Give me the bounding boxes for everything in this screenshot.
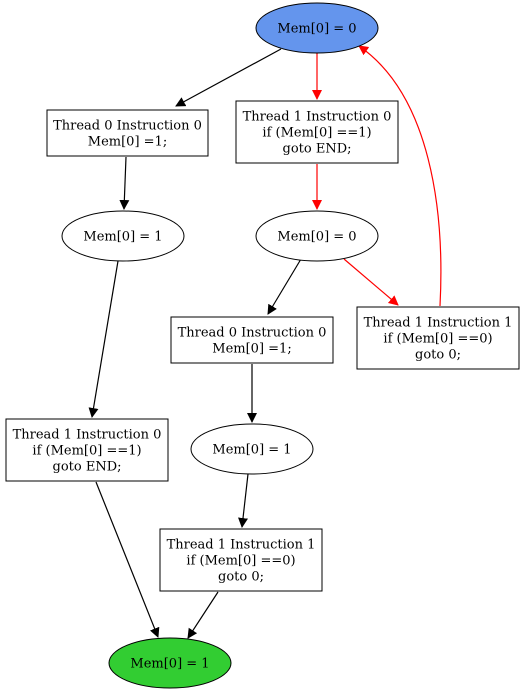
node-t1i0-b: Thread 1 Instruction 0if (Mem[0] ==1)got… <box>5 418 169 482</box>
node-label-line: Mem[0] =1; <box>88 135 167 150</box>
edge-state0_mid-to-t0i0_b <box>267 258 302 315</box>
node-label-line: if (Mem[0] ==1) <box>262 126 371 141</box>
node-end: Mem[0] = 1 <box>108 637 232 689</box>
instruction-box <box>46 109 209 157</box>
edge-start-to-t0i0_a <box>175 48 282 107</box>
state-ellipse <box>108 637 232 689</box>
instruction-box <box>5 418 169 482</box>
node-label-line: Thread 1 Instruction 1 <box>364 316 513 331</box>
node-label-line: goto 0; <box>415 348 461 363</box>
node-label-line: Mem[0] = 1 <box>83 230 162 245</box>
node-label-line: Mem[0] = 1 <box>130 657 209 672</box>
edge-t0i0_a-to-state1_left <box>119 156 130 210</box>
node-state1-mid: Mem[0] = 1 <box>190 423 314 475</box>
node-label-line: Mem[0] = 0 <box>277 230 356 245</box>
node-label-line: Thread 1 Instruction 0 <box>243 110 392 125</box>
instruction-box <box>356 306 520 370</box>
node-t1i1-b: Thread 1 Instruction 1if (Mem[0] ==0)got… <box>159 528 323 592</box>
edge-t1i1_b-to-end <box>187 591 219 639</box>
node-label-line: Thread 1 Instruction 0 <box>13 428 162 443</box>
node-label-line: Mem[0] =1; <box>212 342 291 357</box>
node-label-line: Mem[0] = 0 <box>277 22 356 37</box>
state-ellipse <box>190 423 314 475</box>
node-label-line: Mem[0] = 1 <box>212 443 291 458</box>
state-ellipse <box>255 2 379 54</box>
edge-t1i1_a-to-start <box>358 45 442 307</box>
node-label-line: goto END; <box>283 142 352 157</box>
node-label-line: if (Mem[0] ==0) <box>383 332 492 347</box>
edge-state1_left-to-t1i0_b <box>88 260 119 418</box>
state-ellipse <box>255 210 379 262</box>
node-label-line: goto 0; <box>218 570 264 585</box>
edges-layer <box>88 45 442 639</box>
node-label-line: if (Mem[0] ==0) <box>186 554 295 569</box>
edge-state1_mid-to-t1i1_b <box>238 473 249 528</box>
node-label-line: Thread 0 Instruction 0 <box>53 119 202 134</box>
instruction-box <box>170 316 334 364</box>
instruction-box <box>235 100 399 164</box>
node-label-line: Thread 1 Instruction 1 <box>167 538 316 553</box>
node-start: Mem[0] = 0 <box>255 2 379 54</box>
node-label-line: goto END; <box>53 460 122 475</box>
node-t1i1-a: Thread 1 Instruction 1if (Mem[0] ==0)got… <box>356 306 520 370</box>
instruction-box <box>159 528 323 592</box>
node-state1-left: Mem[0] = 1 <box>61 210 185 262</box>
node-state0-mid: Mem[0] = 0 <box>255 210 379 262</box>
node-label-line: Thread 0 Instruction 0 <box>178 326 327 341</box>
edge-t1i0_b-to-end <box>95 481 160 638</box>
state-ellipse <box>61 210 185 262</box>
edge-state0_mid-to-t1i1_a <box>343 258 399 306</box>
node-t1i0-a: Thread 1 Instruction 0if (Mem[0] ==1)got… <box>235 100 399 164</box>
node-label-line: if (Mem[0] ==1) <box>32 444 141 459</box>
